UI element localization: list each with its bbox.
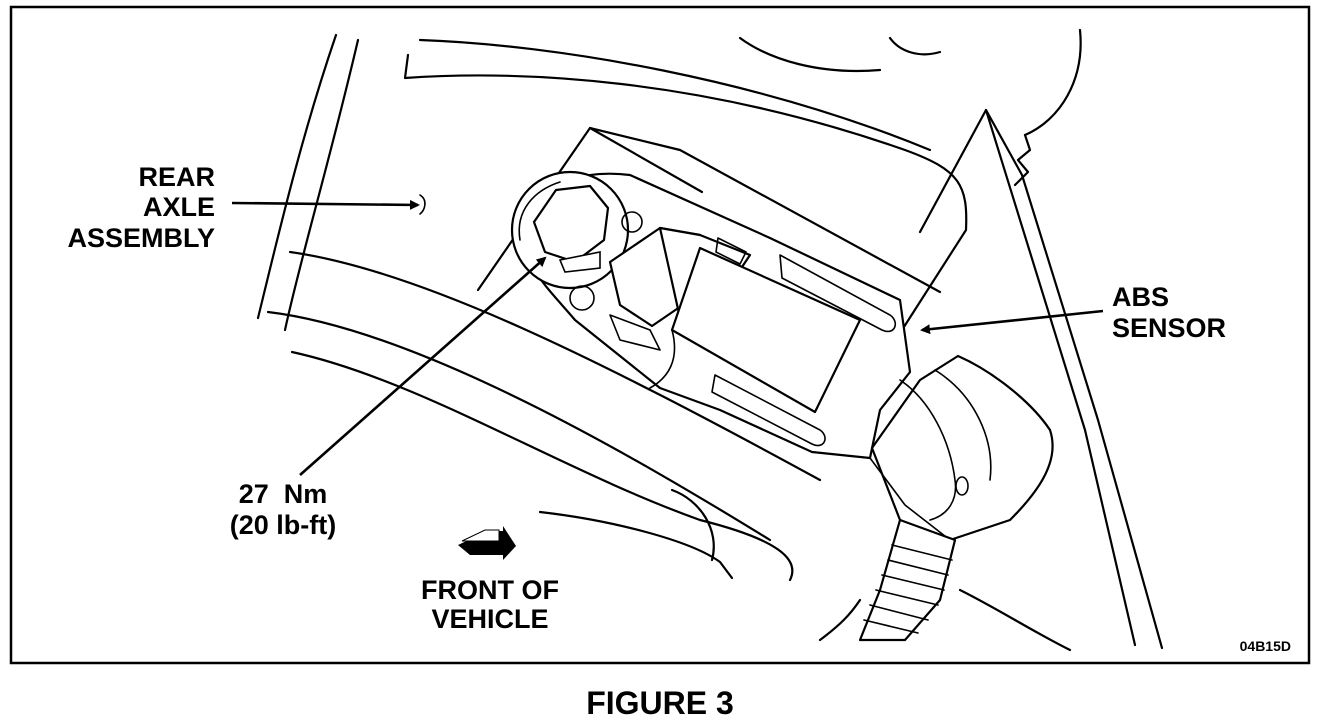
label-front-of-vehicle-line2: VEHICLE	[431, 604, 548, 634]
sensor-connector	[869, 354, 1054, 542]
label-torque-nm: 27 Nm	[239, 479, 328, 509]
label-rear-axle-line2: AXLE	[143, 192, 215, 222]
label-front-of-vehicle-line1: FRONT OF	[421, 575, 559, 605]
front-direction-arrow-icon	[458, 526, 516, 560]
rear-axle-leader-tick	[419, 194, 426, 215]
axle-housing-outline	[256, 28, 1164, 652]
label-rear-axle-line1: REAR	[138, 162, 215, 192]
abs-sensor-body	[608, 226, 862, 414]
figure-caption: FIGURE 3	[586, 685, 734, 721]
sensor-wire-harness	[858, 518, 957, 642]
abs-sensor-leader-arrow	[920, 309, 1104, 335]
label-abs-sensor-line1: ABS	[1112, 282, 1169, 312]
rear-axle-leader-arrow	[231, 199, 420, 210]
label-abs-sensor-line2: SENSOR	[1112, 313, 1226, 343]
figure-code: 04B15D	[1240, 638, 1291, 654]
label-torque-lbft: (20 lb-ft)	[230, 510, 336, 540]
label-rear-axle-line3: ASSEMBLY	[67, 223, 215, 253]
torque-leader-arrow	[299, 256, 547, 476]
